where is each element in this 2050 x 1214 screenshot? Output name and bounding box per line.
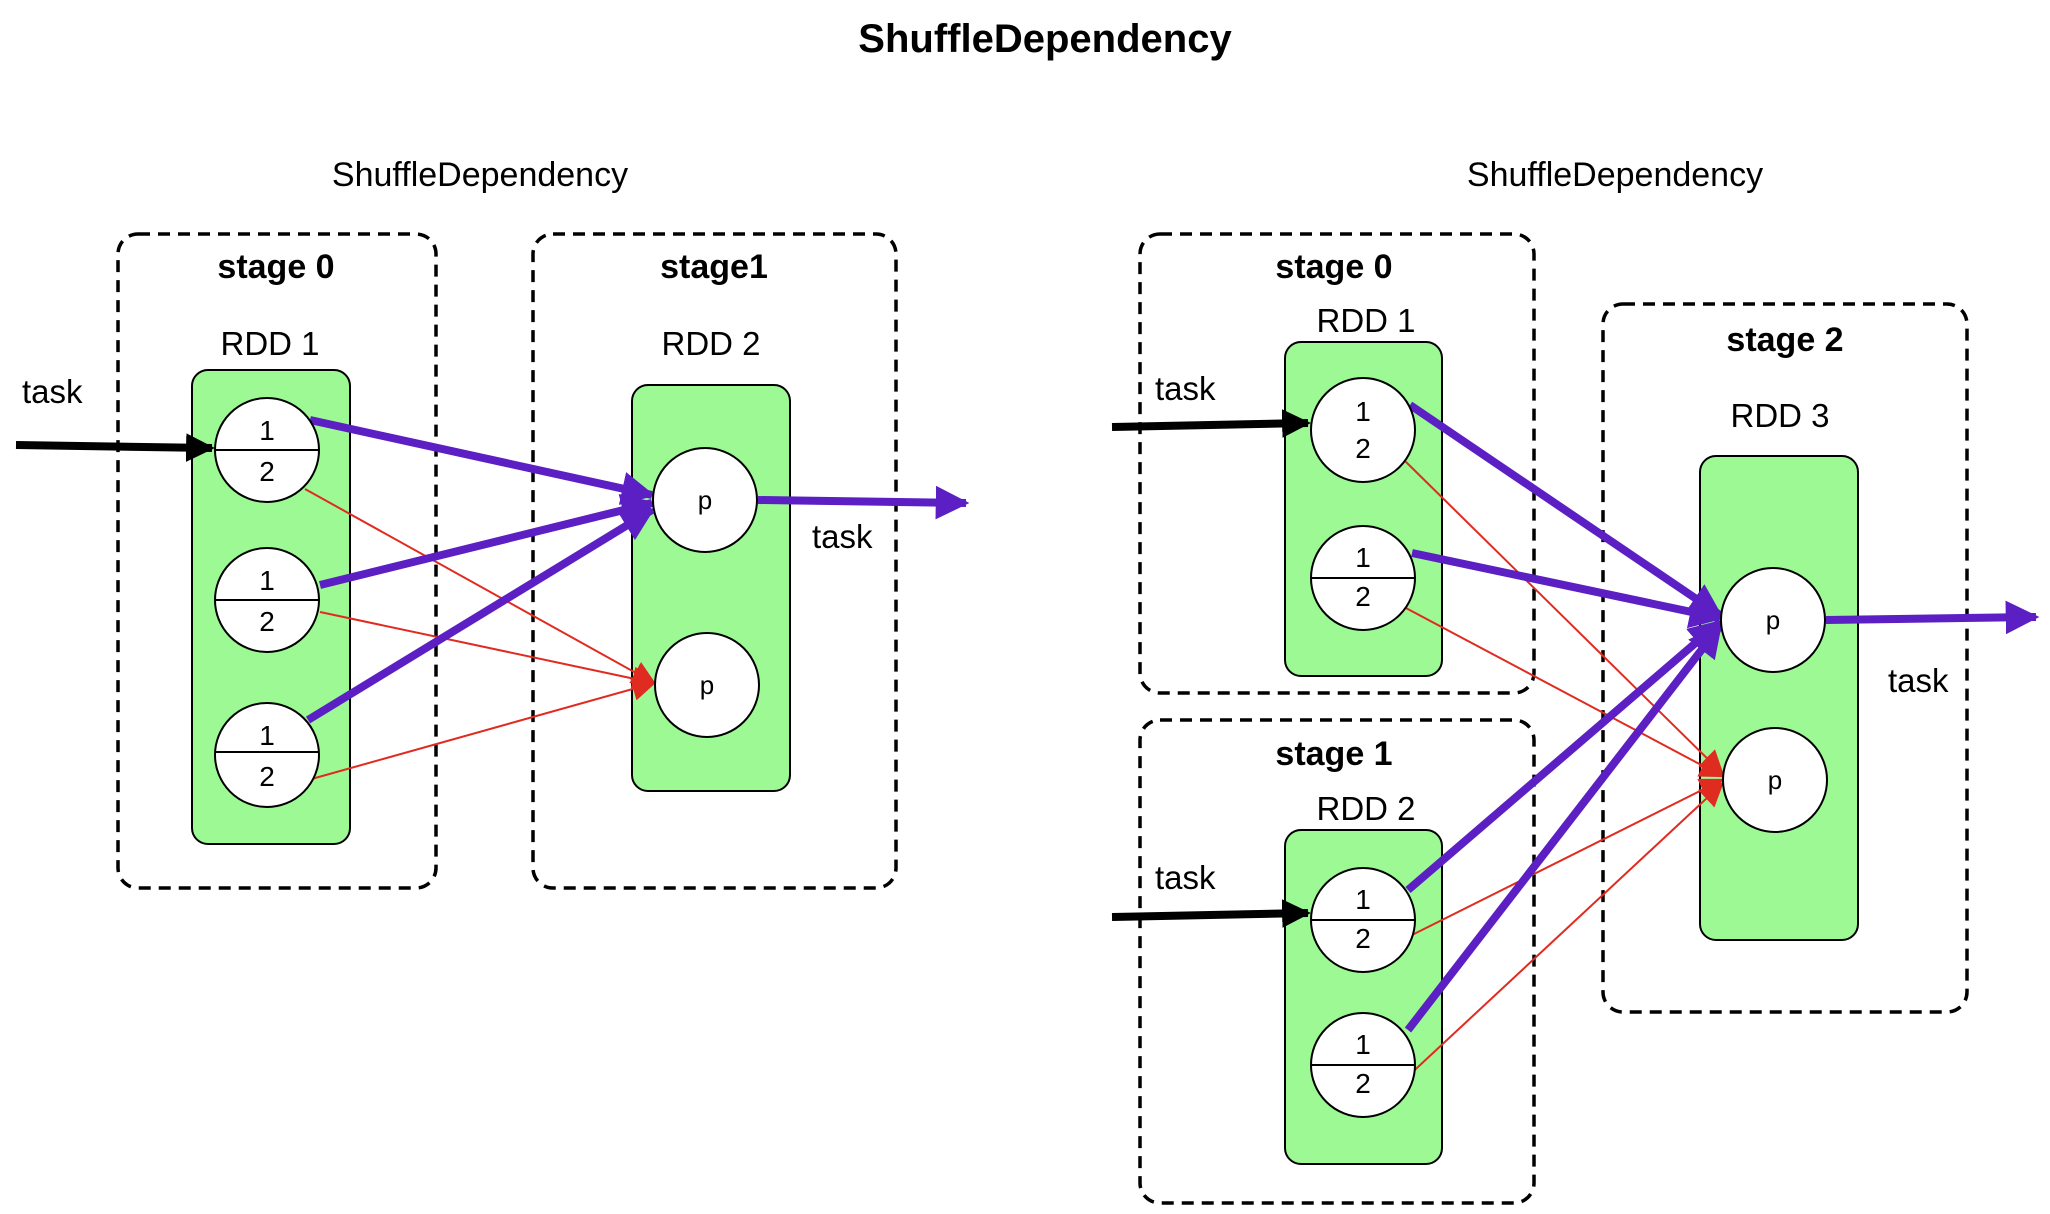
svg-text:1: 1 bbox=[1355, 884, 1371, 915]
svg-text:2: 2 bbox=[259, 761, 275, 792]
left-wide-arrow-1 bbox=[309, 416, 656, 505]
right-subtitle: ShuffleDependency bbox=[1467, 156, 1763, 194]
left-subtitle: ShuffleDependency bbox=[332, 156, 628, 194]
right-rdd1-partition-1: 1 2 bbox=[1310, 377, 1416, 483]
right-stage1-box bbox=[1138, 718, 1536, 1205]
right-rdd2-partition-2: 1 2 bbox=[1310, 1012, 1416, 1118]
left-thin-arrow-1 bbox=[304, 488, 657, 685]
left-thin-arrow-2 bbox=[319, 611, 657, 691]
left-task-in-label: task bbox=[22, 373, 83, 410]
svg-text:p: p bbox=[698, 485, 712, 515]
right-task-in-1-label: task bbox=[1155, 370, 1216, 407]
right-thin-arrow-2 bbox=[1403, 606, 1725, 778]
right-wide-arrow-4 bbox=[1404, 623, 1724, 1033]
diagram-title: ShuffleDependency bbox=[858, 17, 1232, 61]
svg-text:1: 1 bbox=[1355, 1029, 1371, 1060]
left-rdd1-label: RDD 1 bbox=[220, 325, 319, 362]
svg-text:1: 1 bbox=[259, 565, 275, 596]
right-task-in-2-arrow bbox=[1111, 899, 1311, 928]
right-stage0-label: stage 0 bbox=[1275, 248, 1392, 286]
right-rdd1-label: RDD 1 bbox=[1316, 302, 1415, 339]
right-thin-arrow-4 bbox=[1403, 782, 1724, 1081]
right-rdd2-label: RDD 2 bbox=[1316, 790, 1415, 827]
left-wide-arrow-3 bbox=[305, 506, 655, 724]
right-rdd3-partition-1: p bbox=[1720, 567, 1826, 673]
left-stage1-box bbox=[531, 232, 898, 890]
svg-text:1: 1 bbox=[1355, 542, 1371, 573]
right-stage2-label: stage 2 bbox=[1726, 321, 1843, 359]
left-rdd1-partition-2: 1 2 bbox=[214, 547, 320, 653]
right-thin-arrow-1 bbox=[1403, 459, 1724, 775]
right-wide-arrow-2 bbox=[1411, 549, 1724, 629]
svg-text:p: p bbox=[1768, 765, 1782, 795]
right-thin-arrow-3 bbox=[1403, 778, 1725, 940]
left-stage0-label: stage 0 bbox=[217, 248, 334, 286]
right-rdd2-partition-1: 1 2 bbox=[1310, 867, 1416, 973]
left-diagram: ShuffleDependency stage 0 stage1 RDD 1 R… bbox=[15, 156, 970, 890]
svg-text:2: 2 bbox=[259, 456, 275, 487]
right-task-out-label: task bbox=[1888, 662, 1949, 699]
right-output-arrow bbox=[1825, 600, 2040, 635]
right-rdd3-box bbox=[1699, 455, 1859, 941]
svg-text:2: 2 bbox=[1355, 433, 1371, 464]
right-rdd3-label: RDD 3 bbox=[1730, 397, 1829, 434]
svg-text:p: p bbox=[1766, 605, 1780, 635]
svg-text:1: 1 bbox=[259, 720, 275, 751]
svg-text:1: 1 bbox=[1355, 396, 1371, 427]
left-task-in-arrow bbox=[15, 433, 215, 463]
right-stage1-label: stage 1 bbox=[1275, 735, 1392, 773]
right-wide-arrow-1 bbox=[1407, 401, 1723, 619]
left-task-out-label: task bbox=[812, 518, 873, 555]
left-rdd2-partition-1: p bbox=[652, 447, 758, 553]
svg-text:2: 2 bbox=[259, 606, 275, 637]
left-wide-arrow-2 bbox=[319, 493, 656, 589]
left-output-arrow bbox=[757, 485, 970, 520]
left-rdd2-label: RDD 2 bbox=[661, 325, 760, 362]
svg-text:2: 2 bbox=[1355, 923, 1371, 954]
svg-text:2: 2 bbox=[1355, 581, 1371, 612]
svg-text:p: p bbox=[700, 670, 714, 700]
left-stage0-box bbox=[116, 232, 438, 890]
right-rdd3-partition-2: p bbox=[1722, 727, 1828, 833]
right-wide-arrow-3 bbox=[1405, 618, 1723, 894]
right-stage2-box bbox=[1601, 302, 1969, 1014]
right-stage0-box bbox=[1138, 232, 1536, 695]
svg-text:2: 2 bbox=[1355, 1068, 1371, 1099]
right-diagram: ShuffleDependency stage 0 stage 1 stage … bbox=[1111, 156, 2040, 1205]
svg-text:1: 1 bbox=[259, 415, 275, 446]
left-stage1-label: stage1 bbox=[660, 248, 768, 286]
right-rdd1-partition-2: 1 2 bbox=[1310, 525, 1416, 631]
left-rdd1-partition-1: 1 2 bbox=[214, 397, 320, 503]
left-rdd1-partition-3: 1 2 bbox=[214, 702, 320, 808]
right-task-in-1-arrow bbox=[1111, 409, 1311, 438]
left-thin-arrow-3 bbox=[307, 677, 657, 781]
left-rdd2-partition-2: p bbox=[654, 632, 760, 738]
right-task-in-2-label: task bbox=[1155, 859, 1216, 896]
